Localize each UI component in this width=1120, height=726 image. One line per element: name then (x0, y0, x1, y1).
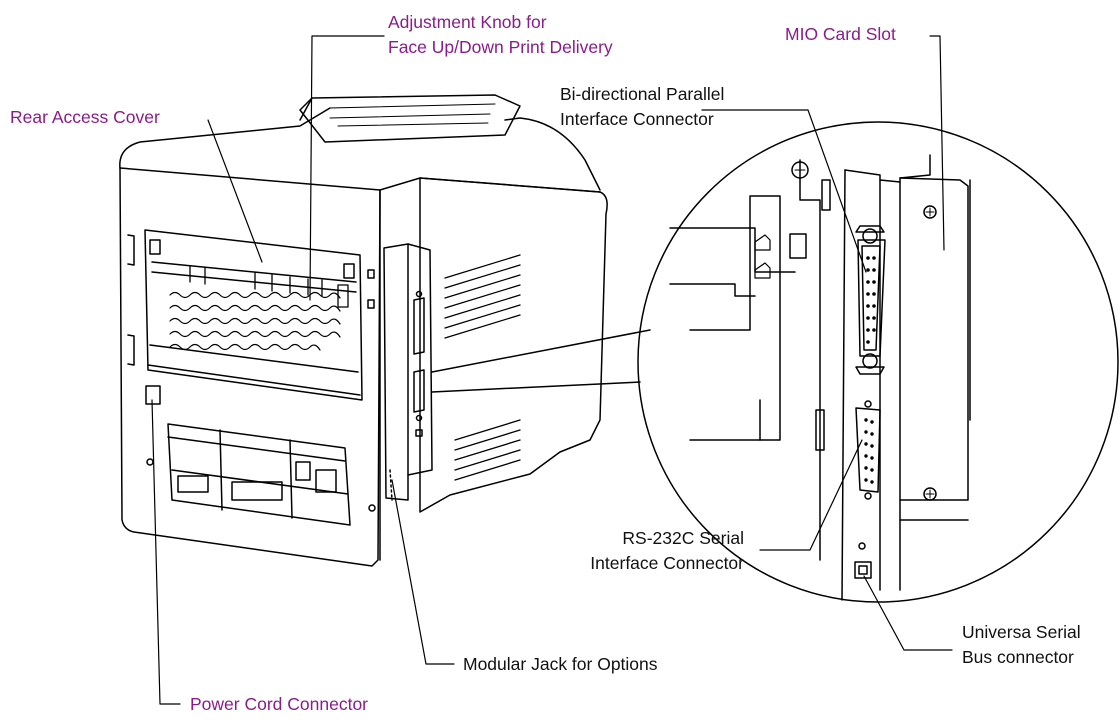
leader-adjustment-knob (309, 35, 385, 301)
side-vents (444, 254, 521, 481)
leader-mio-card-slot (929, 35, 945, 251)
lower-tray-panel (167, 423, 351, 526)
usb-port (854, 542, 872, 579)
fuser-ribs (169, 291, 341, 351)
serial-interface-callout: RS-232C Serial Interface Connector (560, 526, 744, 576)
side-face (419, 177, 608, 513)
serial-port (855, 400, 881, 500)
mio-card-slot-label: MIO Card Slot (785, 24, 896, 44)
parallel-port (855, 225, 886, 375)
serial-port-small (413, 369, 425, 413)
rear-access-cover-label: Rear Access Cover (10, 107, 160, 127)
usb-connector-callout: Universa Serial Bus connector (962, 620, 1081, 670)
usb-connector-label-line2: Bus connector (962, 647, 1074, 667)
parallel-interface-label-line1: Bi-directional Parallel (560, 84, 725, 104)
usb-connector-label-line1: Universa Serial (962, 622, 1081, 642)
leader-parallel (701, 109, 867, 273)
rear-access-cover-callout: Rear Access Cover (10, 105, 160, 130)
output-tray (299, 94, 521, 143)
mio-card-slot-callout: MIO Card Slot (785, 22, 896, 47)
parallel-port-small (413, 297, 425, 355)
rear-access-cover-panel (144, 229, 363, 401)
zoom-projection-lower (431, 381, 641, 393)
zoom-detail (431, 121, 1119, 603)
serial-interface-label-line2: Interface Connector (590, 553, 744, 573)
adjustment-knob-callout: Adjustment Knob for Face Up/Down Print D… (388, 10, 613, 60)
leader-usb (863, 575, 953, 651)
adjustment-knob-label-line1: Adjustment Knob for (388, 12, 547, 32)
power-cord-callout: Power Cord Connector (190, 692, 368, 717)
power-cord-label: Power Cord Connector (190, 694, 368, 714)
printer-illustration (119, 94, 608, 567)
modular-jack-callout: Modular Jack for Options (463, 652, 658, 677)
leader-serial (759, 439, 863, 551)
parallel-interface-label-line2: Interface Connector (560, 109, 714, 129)
leader-modular-jack (391, 479, 455, 665)
modular-jack-label: Modular Jack for Options (463, 654, 658, 674)
serial-interface-label-line1: RS-232C Serial (622, 528, 744, 548)
parallel-interface-callout: Bi-directional Parallel Interface Connec… (560, 82, 725, 132)
leader-rear-access-cover (207, 119, 263, 263)
rear-face (119, 167, 381, 567)
interface-panel (383, 243, 409, 501)
zoom-projection-upper (431, 329, 651, 373)
printer-top (119, 107, 601, 191)
adjustment-knob-tabs (189, 265, 349, 308)
power-cord-socket (145, 385, 161, 405)
adjustment-knob-label-line2: Face Up/Down Print Delivery (388, 37, 613, 57)
leader-lines (151, 35, 953, 705)
leader-power-cord (151, 399, 181, 705)
